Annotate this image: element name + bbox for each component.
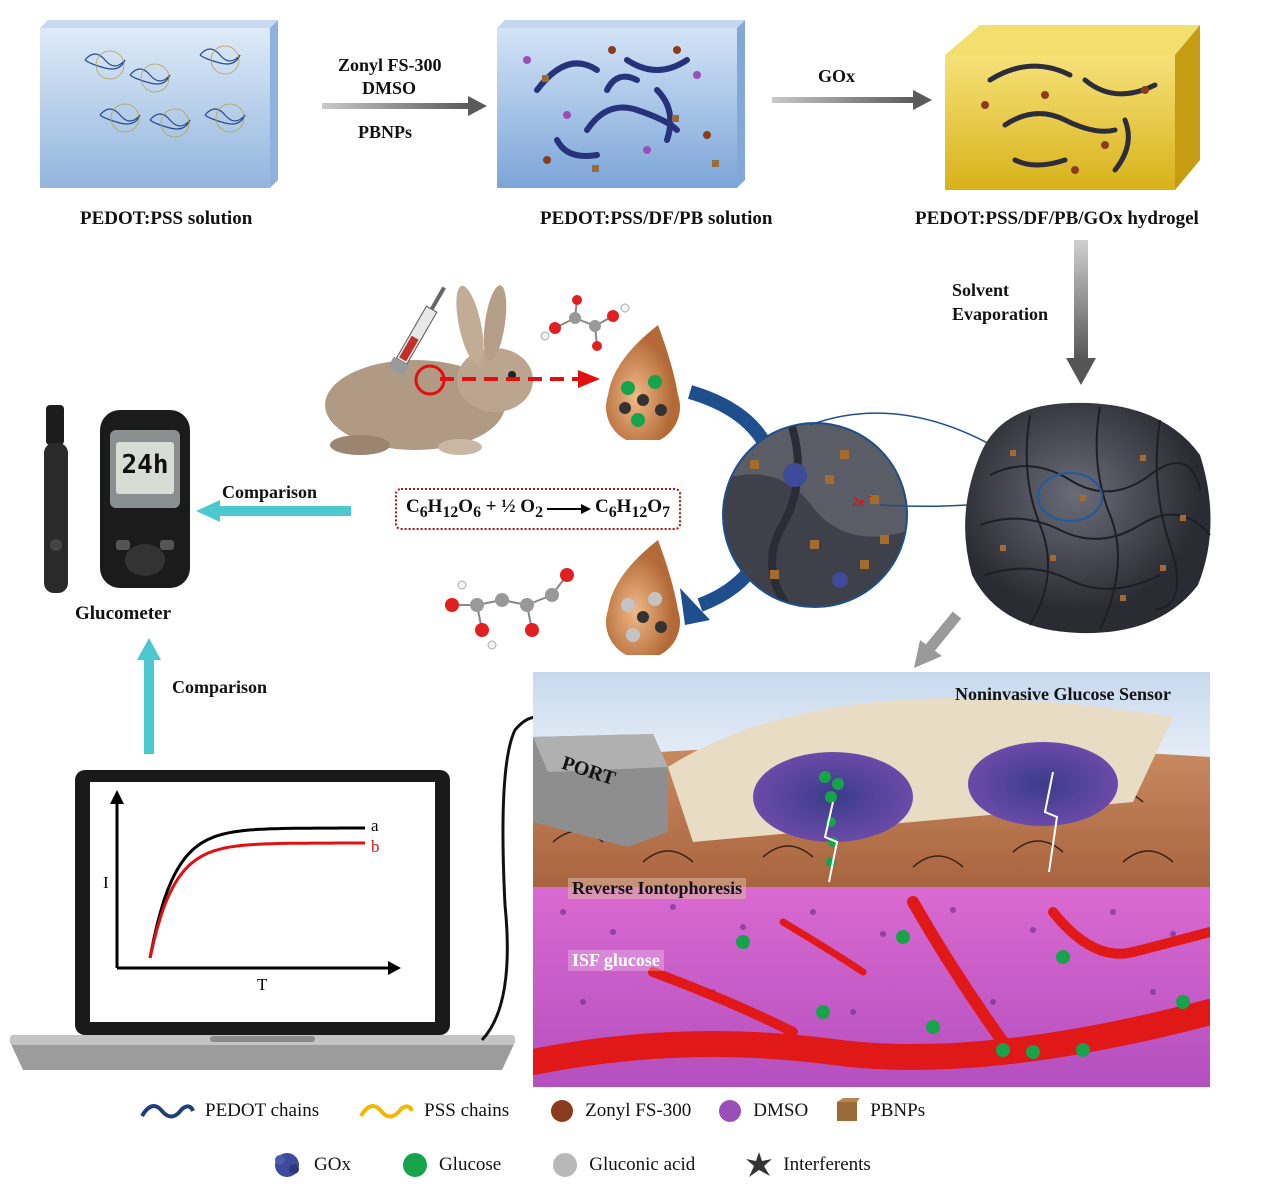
legend-gluconic: Gluconic acid bbox=[551, 1151, 695, 1179]
hydrogel-box bbox=[945, 25, 1200, 195]
rabbit-illustration bbox=[320, 285, 550, 460]
reaction-arrow bbox=[547, 504, 592, 514]
isf-drop-glucose bbox=[603, 320, 683, 444]
sensor-panel: Noninvasive Glucose Sensor PORT Reverse … bbox=[533, 672, 1210, 1087]
device-arrow bbox=[914, 611, 962, 668]
step3-caption: PEDOT:PSS/DF/PB/GOx hydrogel bbox=[915, 208, 1199, 229]
evaporation-label-2: Evaporation bbox=[952, 304, 1049, 324]
step1-caption: PEDOT:PSS solution bbox=[80, 208, 253, 229]
legend-row-2: GOx Glucose Gluconic acid Interferents bbox=[270, 1150, 897, 1180]
gluconic-acid-molecule bbox=[432, 560, 582, 655]
sampling-dashed-arrow bbox=[440, 370, 600, 388]
electron-transfer-sup: - bbox=[869, 491, 872, 501]
reaction-lhs: C6H12O6 + ½ O2 bbox=[406, 496, 544, 521]
arrow1-label-pbnps: PBNPs bbox=[358, 122, 412, 142]
electron-transfer-label: 2e bbox=[852, 494, 865, 509]
comparison-label-vertical: Comparison bbox=[172, 677, 268, 697]
glucometer-label: Glucometer bbox=[75, 603, 172, 624]
legend-pedot: PEDOT chains bbox=[140, 1100, 319, 1122]
process-arrow-2 bbox=[772, 90, 932, 110]
curve-b-line bbox=[148, 841, 365, 959]
glucometer-display: 24h bbox=[121, 450, 169, 480]
legend-gox: GOx bbox=[270, 1150, 351, 1180]
evaporation-arrow bbox=[1066, 240, 1096, 385]
comparison-arrow-vertical bbox=[137, 638, 161, 754]
sensor-cable bbox=[480, 715, 567, 1042]
reaction-rhs: C6H12O7 bbox=[595, 496, 670, 521]
pedot-pss-solution-box bbox=[40, 20, 280, 195]
arrow2-label-gox: GOx bbox=[818, 66, 856, 86]
process-arrow-1 bbox=[322, 96, 487, 116]
glucose-molecule bbox=[535, 288, 635, 363]
comparison-label-horizontal: Comparison bbox=[222, 482, 318, 502]
pss-chain-icon bbox=[359, 1104, 415, 1119]
magnified-pore-view: 2e - bbox=[720, 420, 910, 610]
curve-a-label: a bbox=[371, 816, 379, 835]
interferent-icon bbox=[746, 1152, 773, 1177]
curve-b-label: b bbox=[371, 837, 380, 856]
legend-interferents: Interferents bbox=[745, 1151, 871, 1179]
porous-hydrogel-structure bbox=[960, 395, 1220, 640]
isf-glucose-label: ISF glucose bbox=[568, 950, 664, 971]
evaporation-label-1: Solvent bbox=[952, 280, 1010, 300]
lancing-device bbox=[40, 405, 72, 600]
legend-zonyl: Zonyl FS-300 bbox=[549, 1098, 691, 1124]
sensor-title: Noninvasive Glucose Sensor bbox=[955, 684, 1172, 704]
reverse-iontophoresis-label: Reverse Iontophoresis bbox=[568, 878, 747, 899]
legend-glucose: Glucose bbox=[401, 1151, 501, 1179]
pedot-chain-icon bbox=[140, 1104, 195, 1119]
step2-caption: PEDOT:PSS/DF/PB solution bbox=[540, 208, 773, 229]
legend-dmso: DMSO bbox=[717, 1098, 808, 1124]
comparison-arrow-horizontal bbox=[196, 500, 351, 522]
zonyl-sphere-icon bbox=[551, 1100, 574, 1122]
gox-enzyme-icon bbox=[275, 1153, 299, 1177]
isf-drop-gluconic bbox=[603, 535, 683, 659]
legend-pbnps: PBNPs bbox=[834, 1098, 925, 1124]
glucose-sphere-icon bbox=[402, 1153, 427, 1177]
legend-row-1: PEDOT chains PSS chains Zonyl FS-300 DMS… bbox=[140, 1098, 951, 1124]
y-axis-label: I bbox=[103, 873, 109, 892]
pbnps-cube-icon bbox=[837, 1098, 861, 1121]
glucometer-device: 24h bbox=[100, 410, 190, 590]
arrow1-label-zonyl: Zonyl FS-300 bbox=[338, 55, 442, 75]
chart-i-t: I T a b bbox=[103, 790, 401, 994]
curve-a-line bbox=[148, 826, 365, 959]
legend-pss: PSS chains bbox=[359, 1100, 509, 1122]
x-axis-label: T bbox=[257, 975, 268, 994]
gluconic-sphere-icon bbox=[553, 1153, 578, 1177]
reaction-equation: C6H12O6 + ½ O2 C6H12O7 bbox=[395, 488, 681, 530]
arrow1-label-dmso: DMSO bbox=[362, 78, 416, 98]
pedot-pss-df-pb-solution-box bbox=[497, 20, 747, 195]
dmso-sphere-icon bbox=[719, 1100, 742, 1122]
